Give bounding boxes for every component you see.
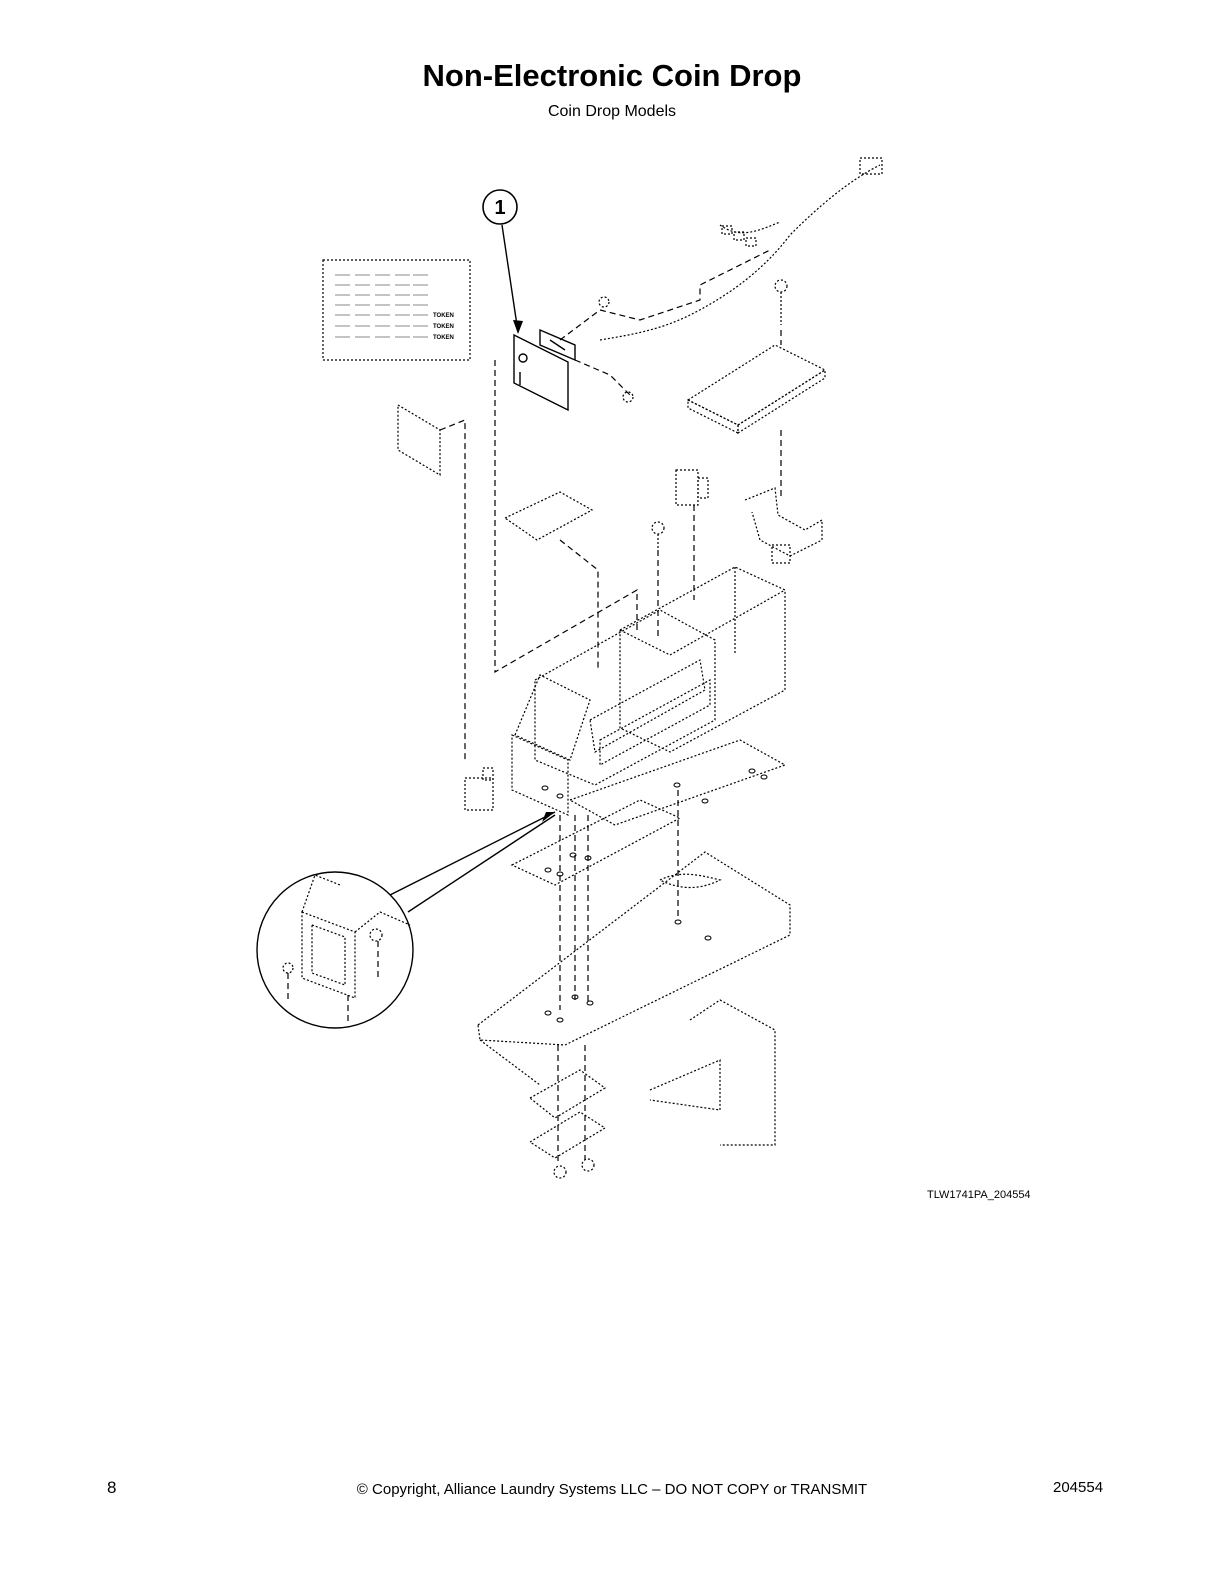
wire-harness xyxy=(559,157,883,403)
page-title: Non-Electronic Coin Drop xyxy=(422,58,802,93)
figure-id: TLW1741PA_204554 xyxy=(927,1189,1031,1201)
copyright-notice: © Copyright, Alliance Laundry Systems LL… xyxy=(356,1481,868,1498)
detail-view xyxy=(256,811,556,1029)
coin-drop-assembly xyxy=(513,328,576,412)
top-bracket-plate xyxy=(686,279,827,500)
mounting-plate xyxy=(568,739,787,826)
base-plate xyxy=(510,799,682,886)
token-decal-sheet: TOKEN TOKEN TOKEN xyxy=(322,259,471,361)
page-number: 8 xyxy=(107,1478,117,1497)
token-label: TOKEN xyxy=(433,313,454,319)
callout-1[interactable]: 1 xyxy=(482,189,518,225)
bottom-plate-lower xyxy=(528,1111,607,1159)
switch-lower xyxy=(464,767,494,811)
switch-upper xyxy=(675,469,709,600)
bottom-plate xyxy=(528,1069,607,1119)
side-bracket xyxy=(397,403,466,760)
document-number: 204554 xyxy=(1053,1479,1104,1496)
callout-arrowhead xyxy=(513,320,523,334)
gasket xyxy=(503,491,594,541)
screw-middle xyxy=(651,521,665,640)
page-subtitle: Coin Drop Models xyxy=(547,103,677,120)
console-panel xyxy=(477,851,791,1146)
token-label: TOKEN xyxy=(433,335,454,341)
bottom-screws xyxy=(553,1158,595,1179)
token-label: TOKEN xyxy=(433,324,454,330)
callout-leader xyxy=(501,224,519,333)
coin-drop-housing xyxy=(494,360,786,816)
u-bracket xyxy=(744,487,823,564)
callout-number: 1 xyxy=(494,197,505,219)
